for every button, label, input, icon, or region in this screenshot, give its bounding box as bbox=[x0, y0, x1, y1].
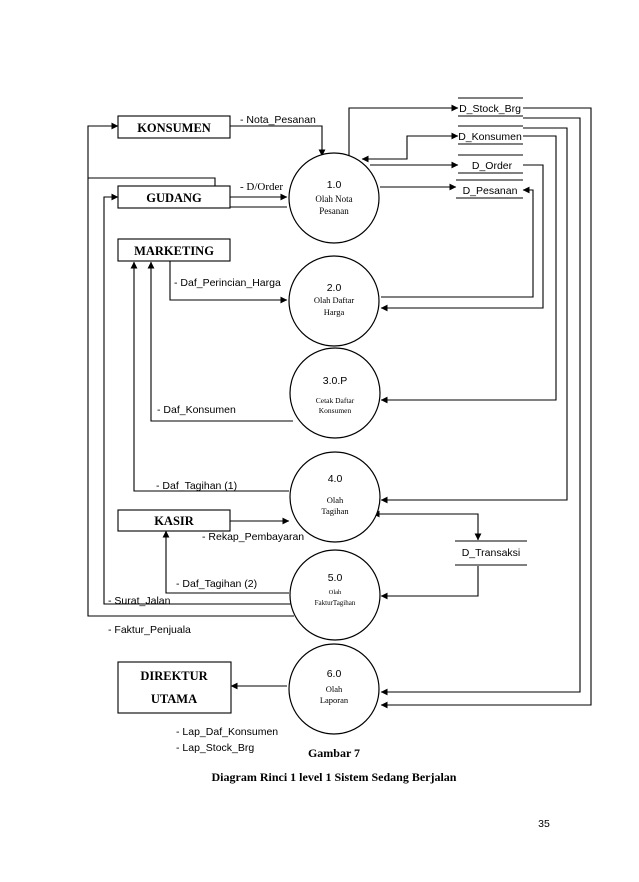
process-6-line-2: Laporan bbox=[320, 695, 349, 705]
figure-title: Diagram Rinci 1 level 1 Sistem Sedang Be… bbox=[212, 770, 457, 784]
label-lap-daf-konsumen: - Lap_Daf_Konsumen bbox=[176, 726, 278, 738]
flow-stock-to-6 bbox=[380, 107, 592, 709]
flow-konsumen-1 bbox=[361, 132, 459, 163]
store-stock-brg-label: D_Stock_Brg bbox=[459, 103, 521, 115]
label-daf-konsumen: - Daf_Konsumen bbox=[157, 404, 236, 416]
label-daf-tagihan-2: - Daf_Tagihan (2) bbox=[176, 578, 257, 590]
label-d-order: - D/Order bbox=[240, 181, 283, 193]
entity-gudang: GUDANG bbox=[117, 185, 231, 209]
label-daf-perincian-harga: - Daf_Perincian_Harga bbox=[174, 277, 281, 289]
process-1-line-2: Pesanan bbox=[319, 206, 349, 216]
process-2-line-2: Harga bbox=[324, 307, 345, 317]
process-4: 4.0 Olah Tagihan bbox=[289, 451, 381, 543]
process-5-id: 5.0 bbox=[328, 572, 343, 584]
entity-direktur-label-2: UTAMA bbox=[151, 692, 197, 706]
process-1: 1.0 Olah Nota Pesanan bbox=[288, 152, 380, 244]
process-4-line-2: Tagihan bbox=[321, 506, 349, 516]
store-konsumen-label: D_Konsumen bbox=[458, 131, 522, 143]
store-konsumen: D_Konsumen bbox=[458, 125, 523, 145]
process-6-id: 6.0 bbox=[327, 668, 342, 680]
process-4-line-1: Olah bbox=[327, 495, 344, 505]
flow-1-to-stock bbox=[348, 104, 459, 164]
label-daf-tagihan-1: - Daf_Tagihan (1) bbox=[156, 480, 237, 492]
entity-kasir: KASIR bbox=[117, 509, 231, 532]
process-3-line-2: Konsumen bbox=[319, 406, 352, 415]
flow-daf-perincian-harga bbox=[169, 261, 288, 304]
entity-konsumen-label: KONSUMEN bbox=[137, 121, 211, 135]
flow-lines bbox=[87, 104, 592, 709]
process-1-id: 1.0 bbox=[327, 179, 342, 191]
entity-gudang-label: GUDANG bbox=[146, 191, 202, 205]
store-transaksi: D_Transaksi bbox=[455, 540, 527, 566]
flow-nota-pesanan bbox=[230, 125, 326, 157]
entity-kasir-label: KASIR bbox=[154, 514, 195, 528]
process-2-id: 2.0 bbox=[327, 282, 342, 294]
store-pesanan: D_Pesanan bbox=[456, 179, 523, 199]
entity-direktur-utama: DIREKTUR UTAMA bbox=[117, 661, 232, 714]
label-nota-pesanan: - Nota_Pesanan bbox=[240, 114, 316, 126]
flow-daf-konsumen bbox=[147, 261, 293, 422]
entity-marketing-label: MARKETING bbox=[134, 244, 214, 258]
figure-number: Gambar 7 bbox=[308, 746, 360, 760]
label-lap-stock-brg: - Lap_Stock_Brg bbox=[176, 742, 254, 754]
store-pesanan-label: D_Pesanan bbox=[463, 185, 518, 197]
flow-konsumen-to-6 bbox=[380, 117, 581, 696]
label-surat-jalan: - Surat_Jalan bbox=[108, 595, 171, 607]
flow-labels: - Nota_Pesanan - D/Order - Daf_Perincian… bbox=[108, 114, 316, 754]
flow-4-transaksi bbox=[372, 510, 482, 541]
flow-daf-tagihan-1 bbox=[130, 261, 289, 492]
flow-faktur-penjuala bbox=[87, 178, 294, 617]
process-1-line-1: Olah Nota bbox=[315, 194, 352, 204]
flow-daf-tagihan-2 bbox=[162, 530, 289, 594]
process-5-line-2: FakturTagihan bbox=[315, 599, 356, 607]
process-6-line-1: Olah bbox=[326, 684, 343, 694]
process-3: 3.0.P Cetak Daftar Konsumen bbox=[289, 347, 381, 439]
flow-pesanan-to-2 bbox=[381, 186, 534, 298]
store-stock-brg: D_Stock_Brg bbox=[458, 97, 523, 117]
flow-konsumen-to-4 bbox=[380, 127, 568, 504]
flow-surat-jalan bbox=[103, 193, 292, 605]
process-3-id: 3.0.P bbox=[323, 375, 348, 387]
page-number: 35 bbox=[538, 818, 550, 830]
store-transaksi-label: D_Transaksi bbox=[462, 547, 521, 559]
label-rekap-pembayaran: - Rekap_Pembayaran bbox=[202, 531, 304, 543]
entity-direktur-label-1: DIREKTUR bbox=[140, 669, 208, 683]
flow-order-to-2 bbox=[380, 164, 544, 312]
process-2: 2.0 Olah Daftar Harga bbox=[288, 255, 380, 347]
process-3-line-1: Cetak Daftar bbox=[316, 396, 355, 405]
flow-transaksi-to-5 bbox=[380, 566, 479, 600]
store-order: D_Order bbox=[458, 154, 523, 174]
process-5: 5.0 Olah FakturTagihan bbox=[289, 549, 381, 641]
process-2-line-1: Olah Daftar bbox=[314, 295, 355, 305]
label-faktur-penjuala: - Faktur_Penjuala bbox=[108, 624, 191, 636]
process-5-line-1: Olah bbox=[329, 589, 342, 596]
process-4-id: 4.0 bbox=[328, 473, 343, 485]
flow-konsumen-to-3 bbox=[380, 135, 557, 404]
process-6: 6.0 Olah Laporan bbox=[288, 643, 380, 735]
entity-konsumen: KONSUMEN bbox=[117, 115, 231, 139]
entity-marketing: MARKETING bbox=[117, 238, 231, 262]
store-order-label: D_Order bbox=[472, 160, 513, 172]
